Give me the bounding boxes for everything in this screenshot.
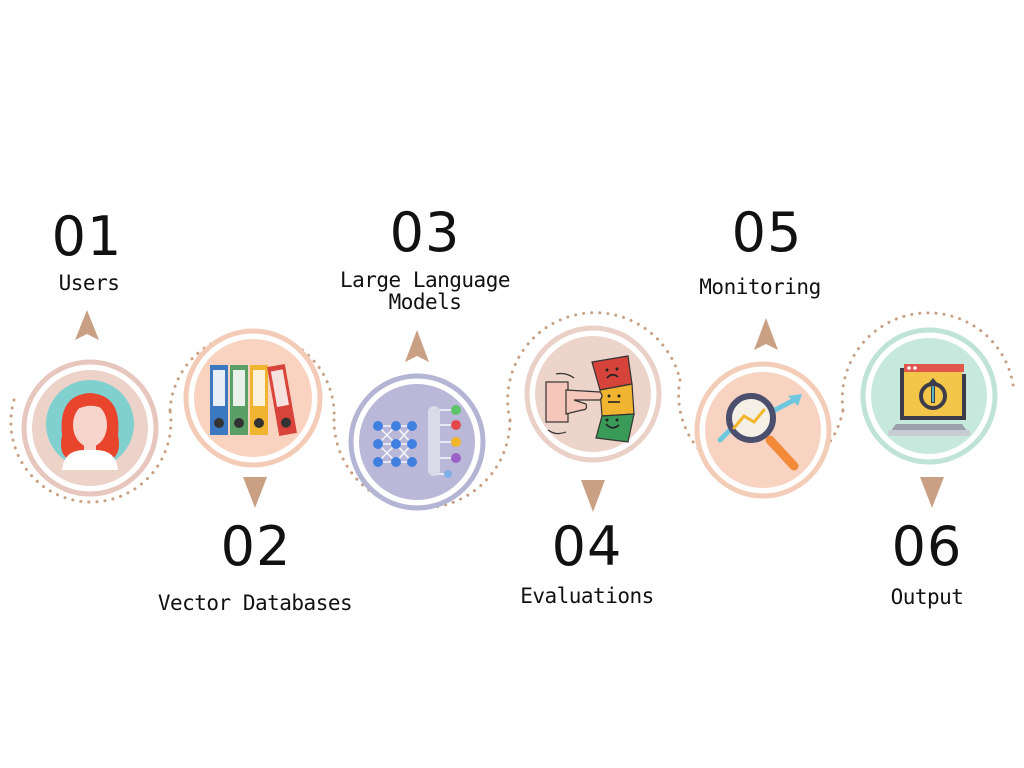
- step-number-01: 01: [51, 205, 123, 268]
- step-circle-large-language-models: [348, 373, 486, 511]
- dotted-arc-6: [840, 311, 1016, 412]
- step-label-evaluations: Evaluations: [520, 584, 654, 608]
- step-label-monitoring: Monitoring: [699, 275, 821, 299]
- step-label-vector-databases: Vector Databases: [157, 591, 353, 615]
- binders-icon: [210, 363, 297, 437]
- step-label-users: Users: [58, 271, 120, 295]
- step-number-03: 03: [389, 201, 461, 264]
- step-circle-output: [860, 327, 998, 465]
- step-label-line: Large Language: [339, 268, 511, 292]
- laptop-folder-icon: [888, 364, 970, 436]
- step-number-05: 05: [731, 201, 803, 264]
- step-circle-users: [21, 359, 159, 497]
- step-label-output: Output: [890, 585, 964, 609]
- step-circle-evaluations: [524, 325, 662, 463]
- arrow-down-icon: [581, 480, 605, 512]
- arrow-down-icon: [243, 477, 267, 508]
- step-label-line: Models: [388, 290, 462, 315]
- step-circle-vector-databases: [183, 328, 323, 468]
- magnifier-chart-icon: [717, 393, 802, 471]
- arrow-up-icon: [75, 310, 99, 340]
- dotted-arc-1: [9, 398, 173, 504]
- user-avatar-icon: [46, 380, 134, 470]
- step-label-large-language-models: Large Language Models: [330, 269, 520, 313]
- arrow-up-icon: [405, 330, 429, 362]
- step-number-02: 02: [220, 515, 292, 578]
- step-number-04: 04: [551, 515, 623, 578]
- step-circle-monitoring: [694, 361, 832, 499]
- step-number-06: 06: [891, 515, 963, 578]
- arrow-up-icon: [754, 318, 778, 350]
- arrows: [75, 310, 944, 512]
- dotted-arc-4: [506, 311, 682, 422]
- rating-scale-icon: [545, 355, 635, 443]
- arrow-down-icon: [920, 477, 944, 508]
- neural-network-icon: [373, 405, 461, 478]
